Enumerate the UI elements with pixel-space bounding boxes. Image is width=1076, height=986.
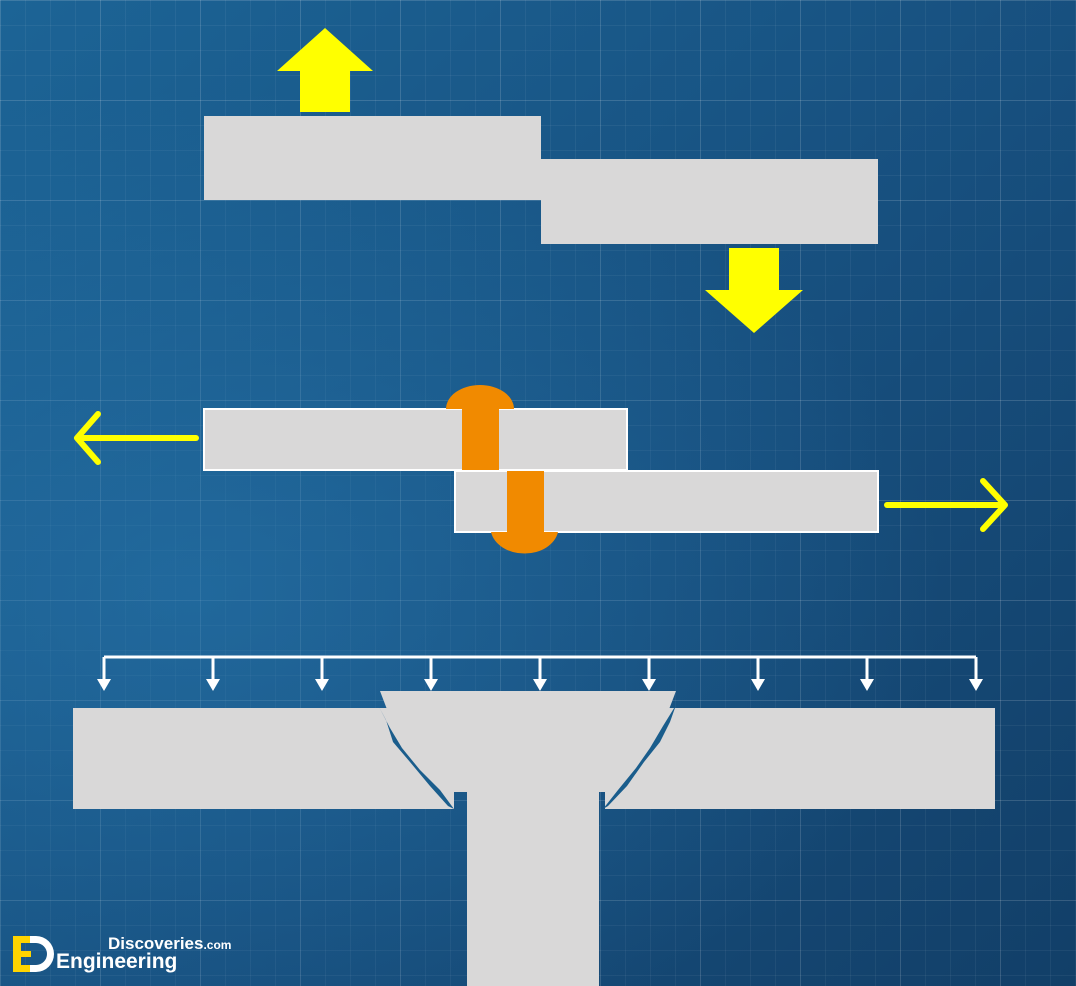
- rivet-icon: [446, 385, 558, 554]
- ed-logo-icon: [13, 936, 54, 972]
- arrow-left-icon: [74, 411, 199, 465]
- separation-panel: [204, 28, 878, 333]
- load-arrow-icon: [97, 657, 111, 691]
- arrow-up-icon: [277, 28, 373, 112]
- top-lap-plate: [203, 408, 628, 471]
- logo-discoveries: Discoveries.com: [108, 934, 231, 954]
- logo-engineering: Engineering: [56, 950, 178, 973]
- logo-discoveries-main: Discoveries: [108, 934, 204, 953]
- arrow-down-icon: [705, 248, 803, 333]
- load-arrow-icon: [860, 657, 874, 691]
- distributed-load: [97, 655, 983, 691]
- slab-left: [73, 708, 454, 809]
- load-arrow-icon: [315, 657, 329, 691]
- punching-panel: [73, 655, 995, 986]
- upper-plate: [204, 116, 541, 200]
- punching-cone: [380, 691, 676, 986]
- arrow-right-icon: [884, 478, 1008, 532]
- load-arrow-icon: [533, 657, 547, 691]
- slab-right: [605, 708, 995, 809]
- load-arrow-icon: [642, 657, 656, 691]
- shear-panel: [74, 385, 1008, 554]
- load-arrow-icon: [751, 657, 765, 691]
- load-arrow-icon: [206, 657, 220, 691]
- load-arrow-icon: [424, 657, 438, 691]
- logo-dotcom: .com: [203, 938, 232, 952]
- lower-plate: [541, 159, 878, 244]
- brand-logo[interactable]: Discoveries.com Engineering: [10, 930, 240, 980]
- load-arrow-icon: [969, 657, 983, 691]
